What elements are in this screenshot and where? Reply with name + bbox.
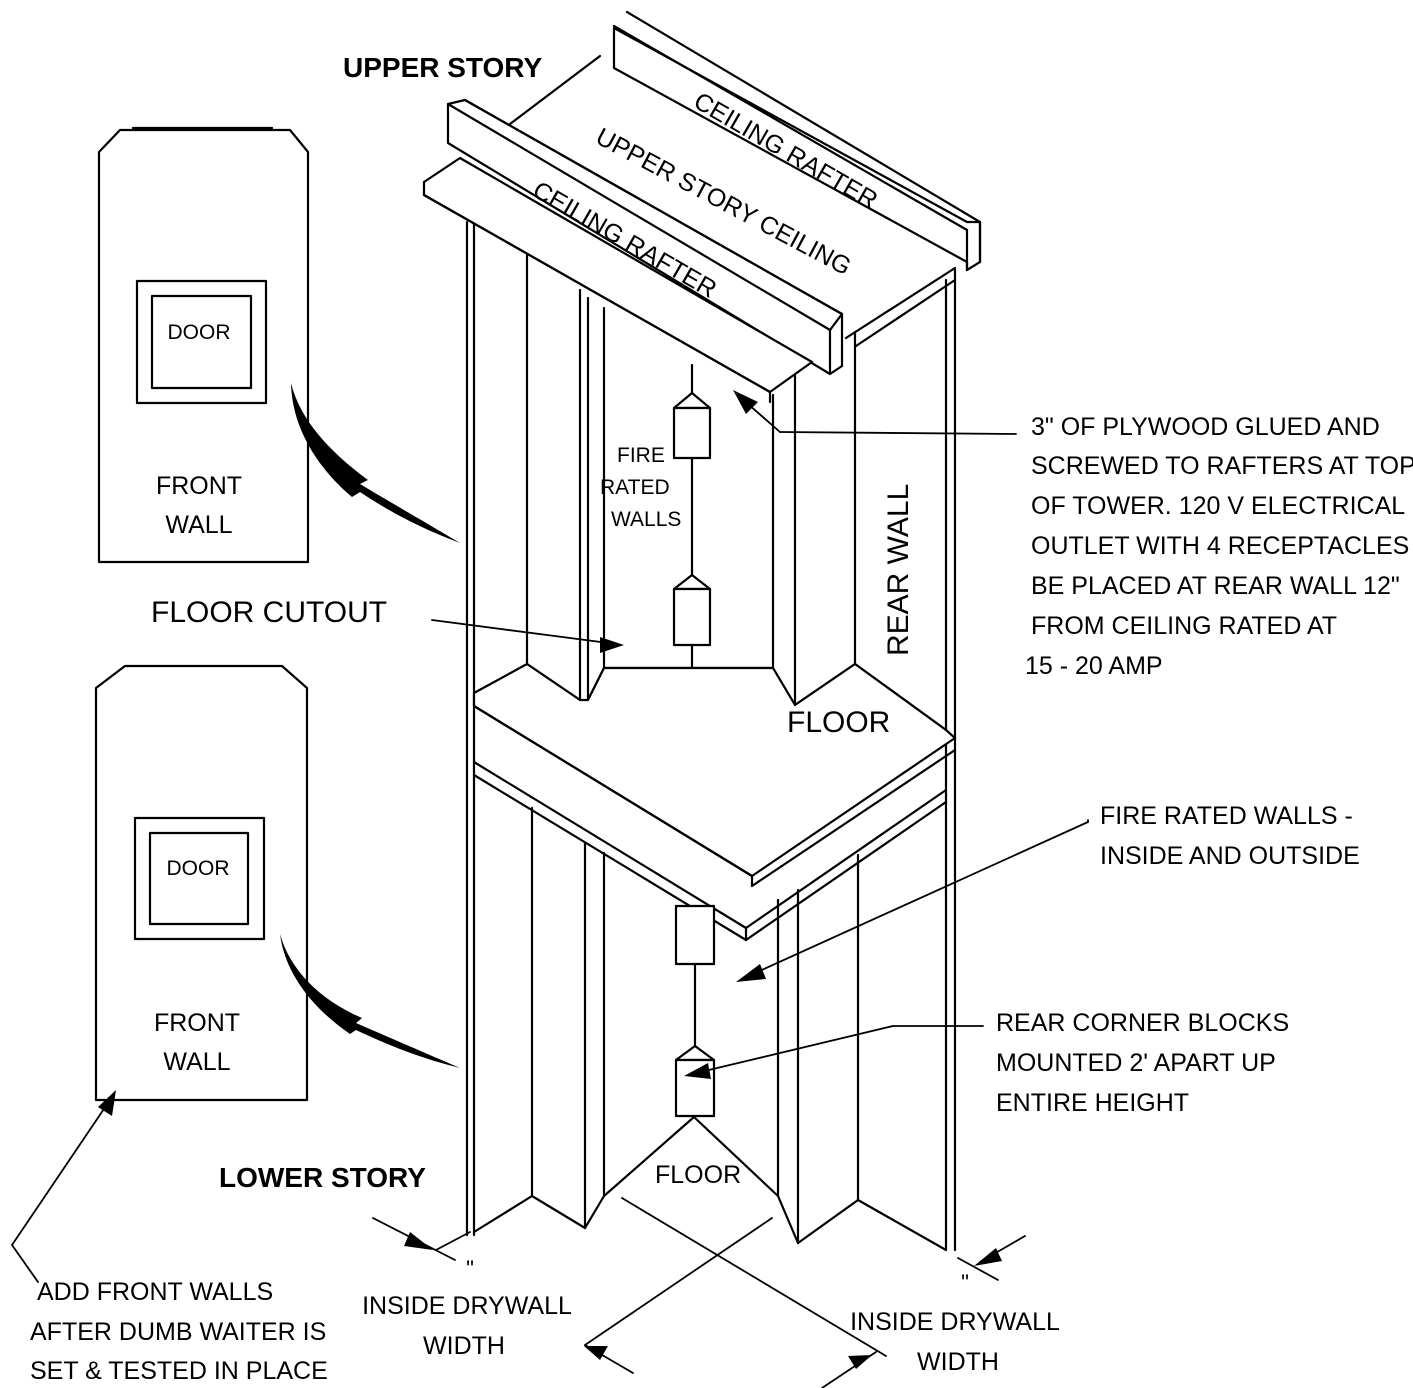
rear-wall-label: REAR WALL [882,484,915,656]
leader-front-walls [11,1090,116,1283]
front-wall-upper-panel [97,126,310,564]
front-wall-lower-swing-arrow [280,934,460,1068]
floor-upper-label: FLOOR [787,706,890,739]
leader-corner-blocks [684,1025,984,1079]
dimension-right-mark: " [961,1270,969,1295]
dimension-right-label-line1: INSIDE DRYWALL [850,1308,1060,1336]
front-walls-note-line1: ADD FRONT WALLS [37,1278,273,1306]
plywood-note-line4: OUTLET WITH 4 RECEPTACLES TO [1031,532,1413,560]
corner-blocks-note-line3: ENTIRE HEIGHT [996,1089,1189,1117]
dimension-right-label-line2: WIDTH [917,1348,999,1376]
plywood-note-line5: BE PLACED AT REAR WALL 12" [1031,572,1400,600]
fire-rated-walls-label-line3: WALLS [611,508,681,531]
front-walls-note-line3: SET & TESTED IN PLACE [30,1357,328,1385]
leader-fire-walls [736,819,1089,982]
floor-lower-label: FLOOR [655,1161,741,1189]
corner-blocks-upper [672,363,712,670]
leader-floor-cutout [431,619,624,653]
front-wall-lower-label-line2: WALL [163,1048,230,1076]
fire-walls-note-line1: FIRE RATED WALLS - [1100,802,1353,830]
plywood-note-line6: FROM CEILING RATED AT [1031,612,1337,640]
lower-story-label: LOWER STORY [219,1162,426,1193]
dimension-left-label-line2: WIDTH [423,1332,505,1360]
fire-rated-walls-label-line1: FIRE [617,444,665,467]
dimension-right [957,1235,1026,1281]
fire-rated-walls-label-line2: RATED [600,476,670,499]
dimension-left-mark: " [466,1256,474,1281]
front-wall-upper-swing-arrow [291,383,460,543]
upper-story-label: UPPER STORY [343,52,542,83]
plywood-note-line3: OF TOWER. 120 V ELECTRICAL [1031,492,1405,520]
front-walls-note-line2: AFTER DUMB WAITER IS [30,1318,326,1346]
floor-cutout-label: FLOOR CUTOUT [151,596,387,629]
leader-plywood [733,390,1017,435]
front-wall-lower-panel [94,664,309,1102]
tower-structure [465,220,957,1252]
door-upper-label: DOOR [168,321,231,344]
plywood-note-line1: 3" OF PLYWOOD GLUED AND [1031,413,1380,441]
front-wall-lower-label-line1: FRONT [154,1009,240,1037]
dimension-left [372,1217,471,1261]
corner-blocks-note-line2: MOUNTED 2' APART UP [996,1049,1276,1077]
dimension-left-label-line1: INSIDE DRYWALL [362,1292,572,1320]
front-wall-upper-label-line1: FRONT [156,472,242,500]
fire-walls-note-line2: INSIDE AND OUTSIDE [1100,842,1360,870]
front-wall-upper-label-line2: WALL [165,511,232,539]
corner-blocks-note-line1: REAR CORNER BLOCKS [996,1009,1289,1037]
plywood-note-line2: SCREWED TO RAFTERS AT TOP [1031,452,1413,480]
dimension-bottom [584,1197,887,1388]
door-lower-label: DOOR [167,857,230,880]
upper-story-ceiling [422,10,982,404]
corner-blocks-lower [674,904,716,1118]
plywood-note-line7: 15 - 20 AMP [1025,652,1163,680]
